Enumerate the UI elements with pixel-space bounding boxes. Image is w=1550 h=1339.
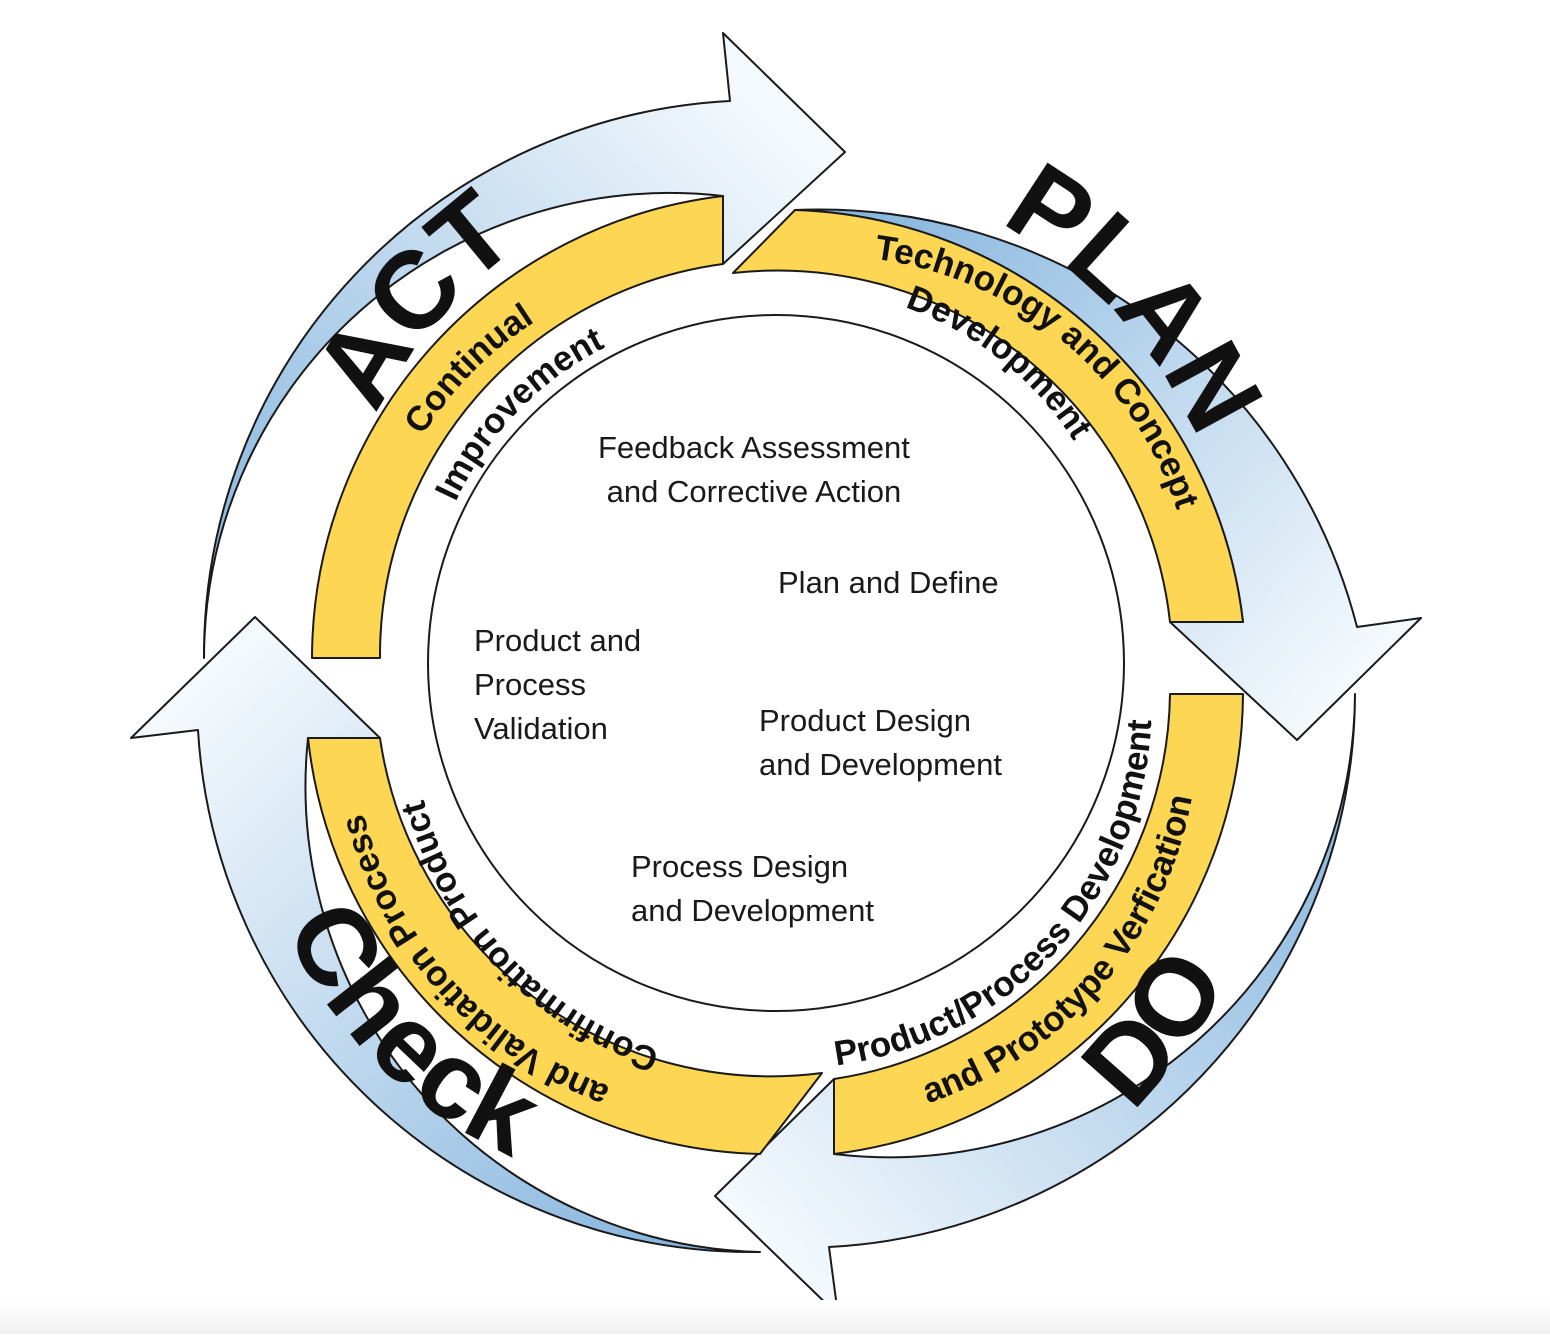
do-band-segment xyxy=(833,693,1244,1155)
check-band-segment xyxy=(307,737,823,1155)
center-product-process-validation: Product and Process Validation xyxy=(474,623,642,746)
act-band-segment xyxy=(311,195,724,659)
center-product-design: Product Design and Development xyxy=(759,703,1002,782)
bottom-shade xyxy=(0,1300,1550,1334)
do-arrow xyxy=(714,693,1356,1316)
plan-band-segment xyxy=(732,209,1244,623)
check-arrow xyxy=(130,616,761,1254)
center-feedback-assessment: Feedback Assessment and Corrective Actio… xyxy=(598,430,910,509)
center-process-design: Process Design and Development xyxy=(631,849,874,928)
act-arrow xyxy=(202,32,846,659)
inner-circle xyxy=(427,314,1125,1012)
center-plan-and-define: Plan and Define xyxy=(778,565,999,600)
